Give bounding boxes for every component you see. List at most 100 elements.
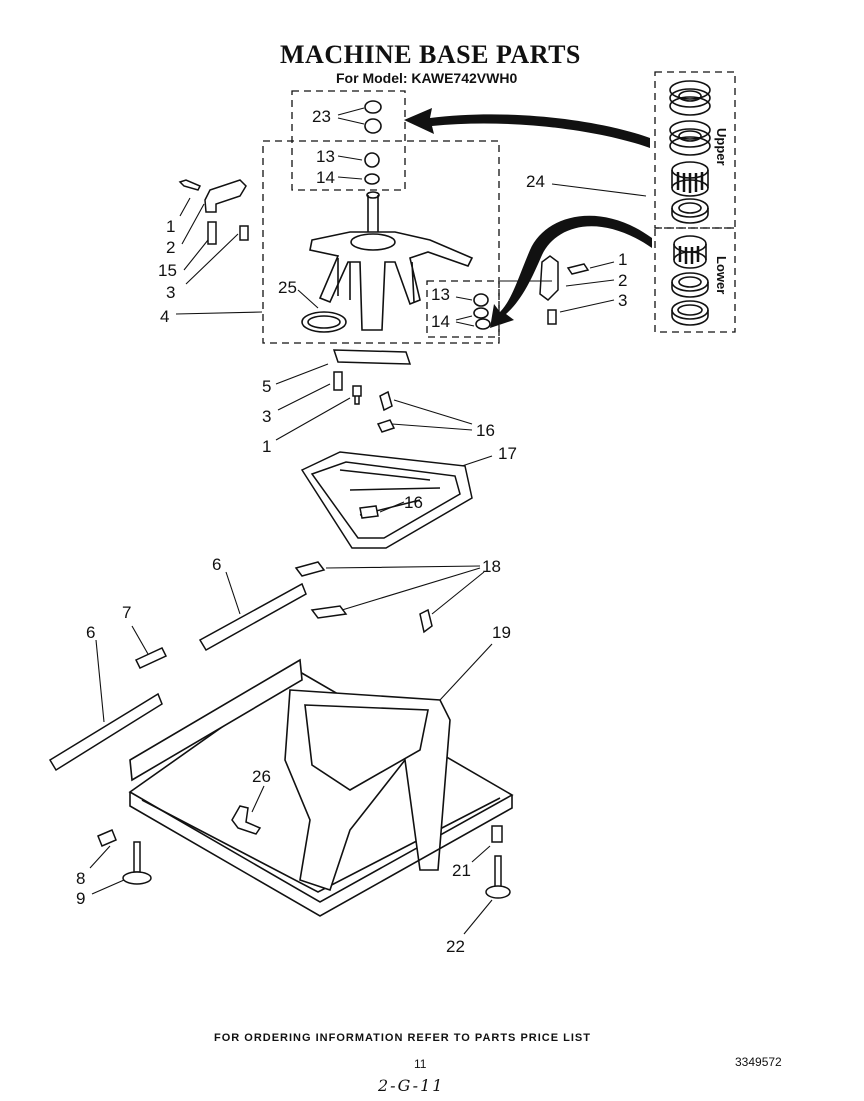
callout-21: 21: [452, 861, 471, 880]
dashed-boxes: [262, 71, 736, 344]
machine-base-frame: [128, 658, 514, 917]
callout-25: 25: [278, 278, 297, 297]
callout-6-top: 6: [212, 555, 221, 574]
left-bracket-parts: [178, 179, 249, 245]
foot-22-icon: [485, 885, 511, 899]
upper-roller-bearing-icon: [671, 161, 709, 197]
callout-4: 4: [160, 307, 169, 326]
callout-3-mid: 3: [262, 407, 271, 426]
foot-9-icon: [122, 871, 152, 885]
bearing-13b-icon: [473, 293, 489, 307]
callout-23: 23: [312, 107, 331, 126]
side-rails: [48, 582, 307, 772]
clip-16a-icon: [379, 390, 393, 412]
pin-7-icon: [134, 647, 168, 669]
callout-5: 5: [262, 377, 271, 396]
callout-8: 8: [76, 869, 85, 888]
callout-13-top: 13: [316, 147, 335, 166]
tub-support: [300, 390, 473, 549]
model-subtitle: For Model: KAWE742VWH0: [336, 70, 518, 86]
page-number: 11: [414, 1057, 427, 1071]
seal-14b-icon: [473, 307, 489, 319]
upper-curved-arrow: [404, 108, 650, 148]
leveling-legs: [97, 825, 511, 899]
callout-3-right: 3: [618, 291, 627, 310]
lower-curved-arrow: [490, 215, 652, 328]
callout-24: 24: [526, 172, 545, 191]
bearing-13a-icon: [364, 152, 380, 168]
callout-7: 7: [122, 603, 131, 622]
shaft-bearings: [364, 100, 491, 330]
callout-1-left: 1: [166, 217, 175, 236]
rail-6b-icon: [48, 692, 163, 772]
transmission-box: [262, 140, 500, 344]
spring-3-icon: [239, 225, 249, 241]
page-title: MACHINE BASE PARTS: [280, 40, 581, 69]
leg-22-icon: [494, 855, 502, 889]
callout-19: 19: [492, 623, 511, 642]
base-tower: [284, 689, 451, 892]
top-clips: [294, 561, 433, 634]
callout-labels: 23 13 14 24 1 2 15 3 25 4 1 2 3 13 14 5 …: [76, 107, 627, 956]
callout-6-left: 6: [86, 623, 95, 642]
callout-13-bottom: 13: [431, 285, 450, 304]
bolt-1-icon: [178, 179, 202, 191]
clip-16b-icon: [376, 419, 396, 433]
callout-14-top: 14: [316, 168, 335, 187]
upper-bearing-seal-1-icon: [669, 80, 711, 116]
clip-18a-icon: [294, 561, 326, 577]
lower-bearing-label: Lower: [714, 256, 729, 295]
bracket-2-icon: [204, 179, 247, 213]
upper-race-ring-icon: [671, 198, 709, 224]
upper-bearing-label: Upper: [714, 128, 729, 166]
lower-race-ring-2-icon: [671, 300, 709, 326]
pointer-arrows: [404, 108, 652, 328]
clip-18c-icon: [419, 608, 433, 634]
cap-21-icon: [491, 825, 503, 843]
lower-roller-bearing-icon: [673, 235, 707, 269]
tub-support-17-icon: [300, 451, 473, 549]
callout-16-top: 16: [476, 421, 495, 440]
callout-3-left: 3: [166, 283, 175, 302]
document-number: 3349572: [735, 1055, 782, 1069]
clamp-parts: [332, 349, 412, 405]
callout-18: 18: [482, 557, 501, 576]
agitator-shaft: [367, 195, 379, 238]
leader-lines: [89, 107, 647, 935]
transmission-seal-ring: [301, 311, 347, 333]
bolt-1c-icon: [352, 385, 362, 405]
spring-3b-icon: [547, 309, 557, 325]
callout-16-bottom: 16: [404, 493, 423, 512]
transmission-assembly: [301, 191, 474, 333]
callout-2-right: 2: [618, 271, 627, 290]
callout-17: 17: [498, 444, 517, 463]
callout-14-bottom: 14: [431, 312, 450, 331]
callout-1-mid: 1: [262, 437, 271, 456]
bearing-23b-icon: [364, 118, 382, 134]
callout-26: 26: [252, 767, 271, 786]
seal-14c-icon: [475, 318, 491, 330]
bearing-kit: [669, 80, 711, 326]
bearing-kit-box-lower: [654, 227, 736, 333]
callout-1-right: 1: [618, 250, 627, 269]
bracket-2b-icon: [539, 255, 559, 301]
ordering-note: FOR ORDERING INFORMATION REFER TO PARTS …: [214, 1032, 591, 1044]
bolt-1b-icon: [566, 263, 590, 275]
seal-14a-icon: [364, 173, 380, 185]
rail-6a-icon: [198, 582, 307, 652]
leg-9-icon: [133, 841, 141, 873]
bracket-26-icon: [231, 805, 262, 835]
spring-3c-icon: [333, 371, 343, 391]
handwritten-note: 2-G-11: [378, 1076, 445, 1095]
callout-2-left: 2: [166, 238, 175, 257]
callout-15: 15: [158, 261, 177, 280]
cap-8-icon: [97, 829, 117, 847]
gearcase-spider: [309, 231, 474, 331]
callout-9: 9: [76, 889, 85, 908]
clip-16c-icon: [359, 505, 379, 519]
callout-22: 22: [446, 937, 465, 956]
right-bracket-parts: [539, 255, 590, 325]
spring-15-icon: [207, 221, 217, 245]
lower-bearing-box: [426, 280, 500, 338]
